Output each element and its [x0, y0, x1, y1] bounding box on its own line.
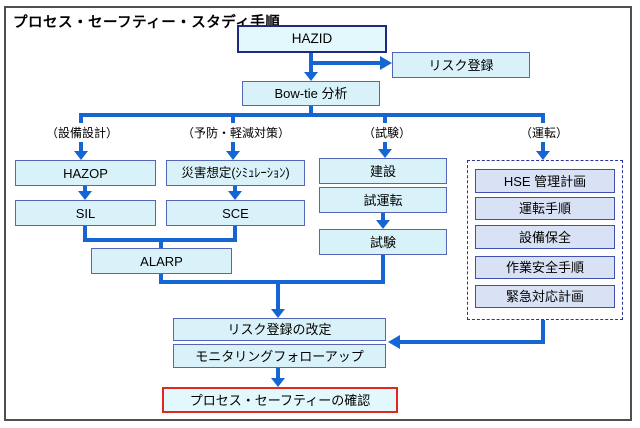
node-trial-run: 試運転	[319, 187, 447, 213]
node-operation-procedure: 運転手順	[475, 197, 615, 220]
drop-shaft-prevention	[231, 142, 235, 152]
branch-label-operation: （運転）	[519, 126, 569, 140]
connector-bowtie-distribution	[309, 106, 313, 117]
branch-label-prevention: （予防・軽減対策）	[181, 126, 291, 140]
drop-arrow-prevention	[226, 151, 240, 160]
connector-shiken-down	[381, 255, 385, 284]
node-process-safety-confirmation: プロセス・セーフティーの確認	[162, 387, 398, 413]
connector-hazid-risk-register	[311, 61, 380, 65]
node-sce: SCE	[166, 200, 305, 226]
connector-shiunten-shiken	[381, 213, 385, 221]
drop-shaft-operation	[541, 142, 545, 152]
arrowhead-hazop-sil	[78, 191, 92, 200]
connector-saigai-sce	[233, 186, 237, 192]
drop-arrow-design	[74, 151, 88, 160]
arrowhead-saigai-sce	[228, 191, 242, 200]
stub-test	[383, 117, 387, 123]
arrowhead-kakunin	[271, 378, 285, 387]
node-monitoring-followup: モニタリングフォローアップ	[173, 344, 386, 368]
operation-group	[467, 160, 623, 320]
node-emergency-response-plan: 緊急対応計画	[475, 285, 615, 308]
node-hse-plan: HSE 管理計画	[475, 169, 615, 193]
node-construction: 建設	[319, 158, 447, 184]
connector-sce-merge	[233, 226, 237, 242]
connector-hazop-sil	[83, 186, 87, 192]
stub-prevention	[231, 117, 235, 123]
drop-shaft-design	[79, 142, 83, 152]
arrowhead-shiunten-shiken	[376, 220, 390, 229]
drop-arrow-test	[378, 149, 392, 158]
node-alarp: ALARP	[91, 248, 232, 274]
stub-operation	[541, 117, 545, 123]
node-risk-register-revision: リスク登録の改定	[173, 318, 386, 341]
node-risk-register: リスク登録	[392, 52, 530, 78]
node-hazop: HAZOP	[15, 160, 156, 186]
node-equipment-maintenance: 設備保全	[475, 225, 615, 249]
arrowhead-risk-register	[380, 56, 392, 70]
drop-arrow-operation	[536, 151, 550, 160]
arrowhead-operation-feedback	[388, 335, 400, 349]
connector-merge-risk-kaitei	[276, 280, 280, 310]
connector-operation-down	[541, 320, 545, 344]
node-hazid: HAZID	[237, 25, 387, 53]
node-bowtie-analysis: Bow-tie 分析	[242, 81, 380, 106]
connector-operation-left	[400, 340, 545, 344]
node-disaster-simulation: 災害想定(ｼﾐｭﾚｰｼｮﾝ)	[166, 160, 305, 186]
distribution-line	[79, 113, 545, 117]
drop-shaft-test	[383, 142, 387, 151]
diagram-title: プロセス・セーフティー・スタディ手順	[13, 15, 281, 31]
connector-sil-merge	[83, 226, 87, 242]
branch-label-test: （試験）	[362, 126, 412, 140]
arrowhead-hazid-bowtie	[304, 72, 318, 81]
arrowhead-risk-kaitei	[271, 309, 285, 318]
node-work-safety-procedure: 作業安全手順	[475, 256, 615, 279]
node-test: 試験	[319, 229, 447, 255]
branch-label-design: （設備設計）	[45, 126, 119, 140]
stub-design	[79, 117, 83, 123]
merge-line-bottom	[159, 280, 385, 284]
connector-alarp-down	[159, 274, 163, 284]
connector-merge-alarp	[159, 240, 163, 248]
connector-monitoring-kakunin	[276, 368, 280, 379]
node-sil: SIL	[15, 200, 156, 226]
